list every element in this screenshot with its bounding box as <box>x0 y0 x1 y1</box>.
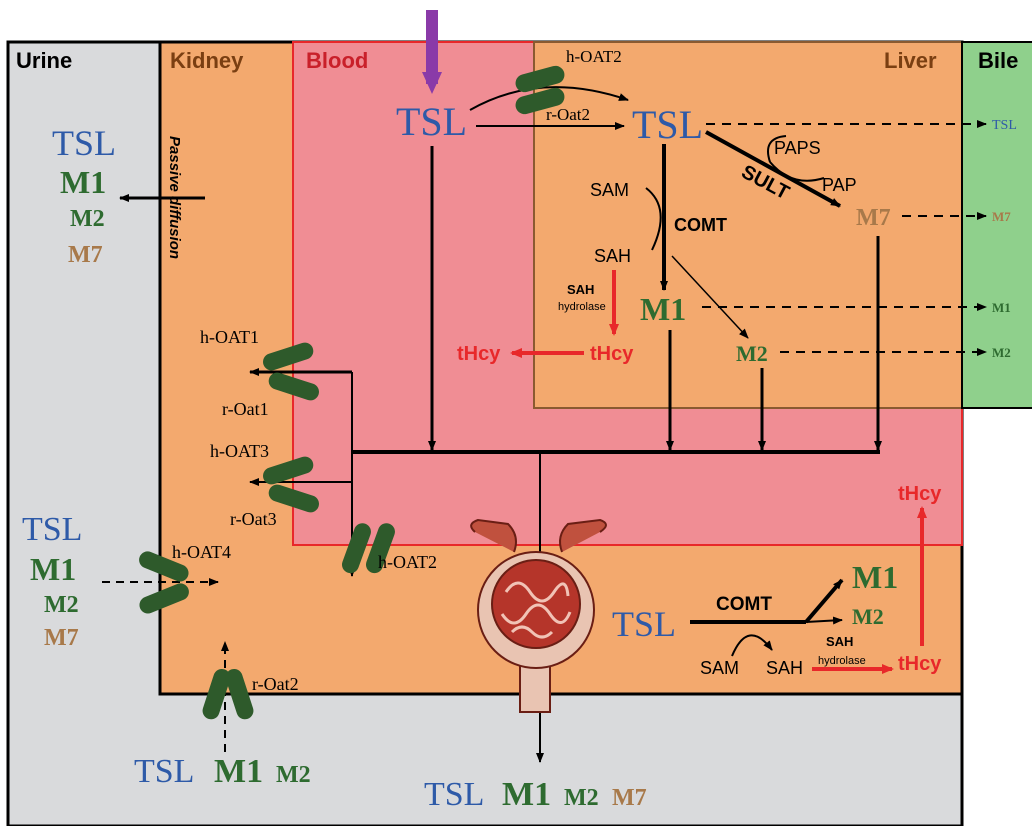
bottom-center-m7: M7 <box>612 785 647 811</box>
urine-m2-top: M2 <box>70 206 105 232</box>
h-oat2-liver-label: h-OAT2 <box>566 47 622 66</box>
bottom-center-tsl: TSL <box>424 776 484 813</box>
bottom-center-m2: M2 <box>564 785 599 811</box>
liver-m2: M2 <box>736 341 768 366</box>
kidney-m1: M1 <box>852 559 898 595</box>
oat1-transporter-icon <box>263 342 319 401</box>
kidney-oat2-transporter-icon <box>341 523 395 574</box>
liver-tsl: TSL <box>632 102 703 147</box>
sam-sah-curve-liver <box>645 187 662 251</box>
sult-arrow <box>705 130 841 208</box>
liver-m7: M7 <box>856 205 891 231</box>
kidney-m2: M2 <box>852 604 884 629</box>
kidney-title: Kidney <box>170 48 244 73</box>
liver-transporter-icon <box>515 65 565 115</box>
h-oat3-label: h-OAT3 <box>210 441 269 461</box>
blood-tsl: TSL <box>396 99 467 144</box>
thcy-blood: tHcy <box>457 343 501 365</box>
kidney-comt-label: COMT <box>716 594 772 615</box>
urine-m1-mid: M1 <box>30 551 76 587</box>
paps-pap-curve <box>767 135 825 182</box>
h-oat1-label: h-OAT1 <box>200 327 259 347</box>
urine-tsl-mid: TSL <box>22 511 82 548</box>
kidney-sah-hydrolase-2: hydrolase <box>818 655 866 667</box>
bile-m1: M1 <box>992 300 1011 315</box>
liver-title: Liver <box>884 48 937 73</box>
sam-liver-label: SAM <box>590 180 629 200</box>
r-oat1-label: r-Oat1 <box>222 399 269 419</box>
bottom-oat2-transporter-icon <box>202 669 254 720</box>
kidney-sah-label: SAH <box>766 658 803 678</box>
urine-m1-top: M1 <box>60 164 106 200</box>
sah-hydrolase-liver-label-2: hydrolase <box>558 301 606 313</box>
passive-diffusion-label: Passive diffusion <box>166 136 183 259</box>
kidney-m2-arrow <box>805 616 843 625</box>
bottom-center-m1: M1 <box>502 776 551 813</box>
bile-title: Bile <box>978 48 1018 73</box>
r-oat3-label: r-Oat3 <box>230 509 277 529</box>
tsl-to-m2-arrow <box>671 255 749 339</box>
glomerulus-illustration <box>470 518 607 713</box>
pap-label: PAP <box>822 175 857 195</box>
bottom-left-tsl: TSL <box>134 753 194 790</box>
thcy-liver: tHcy <box>590 343 634 365</box>
bile-compartment <box>961 41 1032 409</box>
oat3-transporter-icon <box>263 456 319 513</box>
kidney-tsl: TSL <box>612 604 676 644</box>
sah-liver-label: SAH <box>594 246 631 266</box>
liver-m1: M1 <box>640 291 686 327</box>
kidney-sah-hydrolase-1: SAH <box>826 634 853 649</box>
blood-title: Blood <box>306 48 368 73</box>
urine-tsl-top: TSL <box>52 123 116 163</box>
kidney-thcy: tHcy <box>898 653 942 675</box>
bile-m7: M7 <box>992 209 1011 224</box>
r-oat2-bottom-label: r-Oat2 <box>252 674 299 694</box>
sah-hydrolase-liver-label-1: SAH <box>567 282 594 297</box>
blood-thcy-right: tHcy <box>898 483 942 505</box>
oat4-transporter-icon <box>139 551 189 614</box>
bottom-left-m1: M1 <box>214 753 263 790</box>
bile-tsl: TSL <box>992 118 1017 133</box>
kidney-sam-label: SAM <box>700 658 739 678</box>
comt-liver-label: COMT <box>674 215 727 235</box>
paps-label: PAPS <box>774 138 821 158</box>
urine-title: Urine <box>16 48 72 73</box>
bottom-left-m2: M2 <box>276 762 311 788</box>
urine-m7-top: M7 <box>68 242 103 268</box>
hoat2-uptake-arrow <box>469 86 629 111</box>
r-oat2-liver-label: r-Oat2 <box>546 105 590 124</box>
h-oat2-kidney-label: h-OAT2 <box>378 552 437 572</box>
h-oat4-label: h-OAT4 <box>172 542 231 562</box>
kidney-sam-sah-curve <box>731 634 773 657</box>
urine-m2-mid: M2 <box>44 592 79 618</box>
kidney-m1-arrow <box>804 578 844 624</box>
bile-m2: M2 <box>992 345 1011 360</box>
urine-m7-mid: M7 <box>44 625 79 651</box>
